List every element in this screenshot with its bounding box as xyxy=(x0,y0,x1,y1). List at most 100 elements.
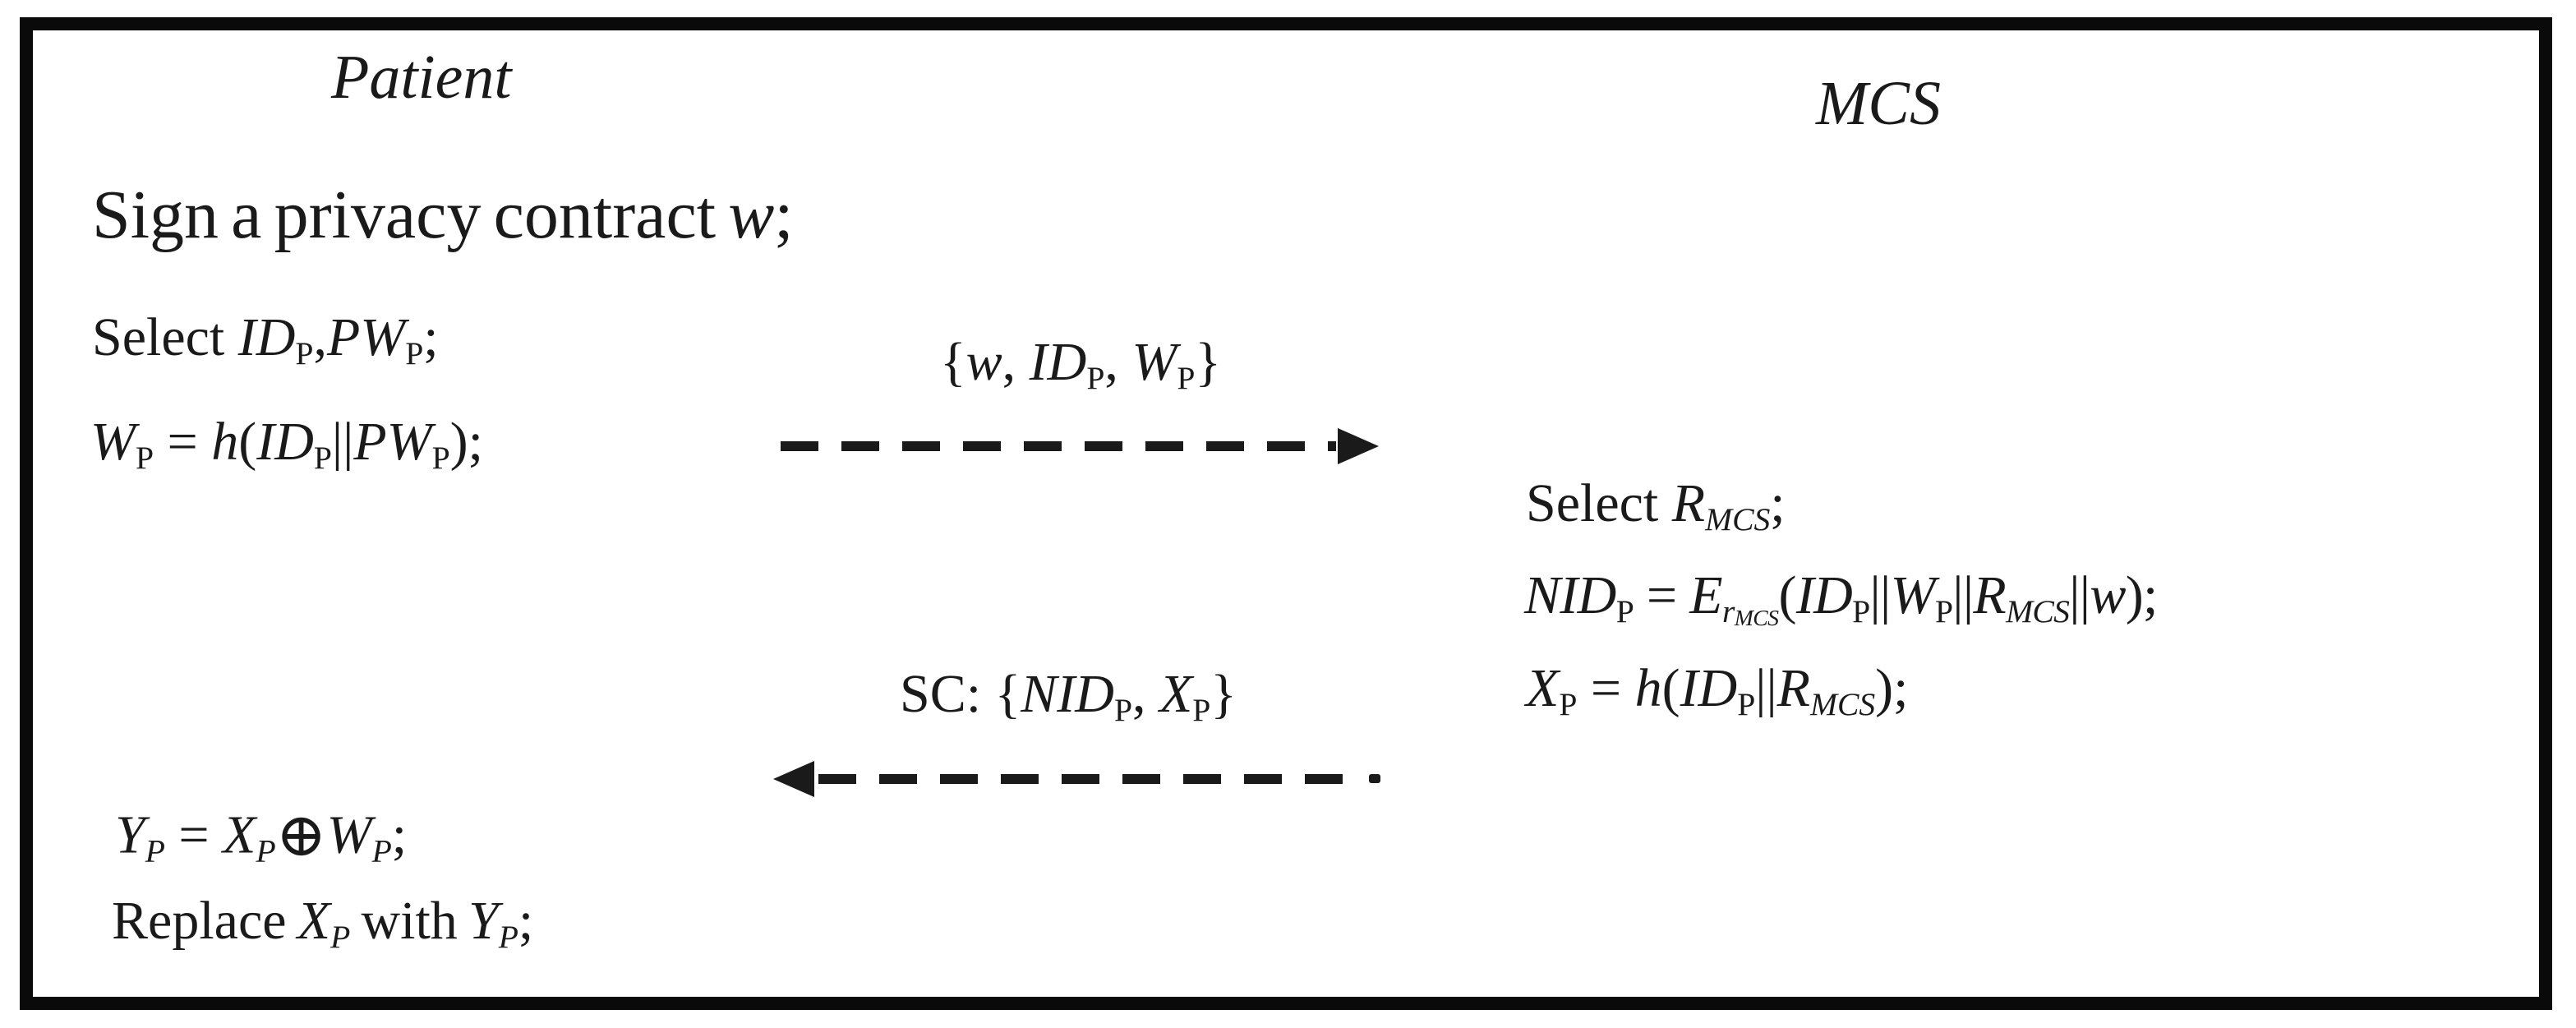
math-segment: P xyxy=(1559,686,1578,723)
math-segment: NID xyxy=(1021,664,1114,724)
math-segment: ID xyxy=(1680,658,1738,718)
patient-step-compute-yp: YP = XP⊕WP; xyxy=(115,804,408,869)
math-segment: || xyxy=(1755,658,1777,718)
math-segment: ( xyxy=(238,412,257,472)
patient-step-replace-xp: Replace XP with YP; xyxy=(112,894,533,954)
math-segment: { xyxy=(939,332,966,392)
math-segment: W xyxy=(90,412,136,472)
math-segment: , xyxy=(1002,332,1030,392)
math-segment: P xyxy=(371,832,392,869)
math-segment: P xyxy=(498,919,518,956)
math-segment: , xyxy=(1131,664,1159,724)
math-segment: R xyxy=(1776,658,1810,718)
math-segment: PW xyxy=(353,412,432,472)
math-segment: Select xyxy=(1526,473,1672,533)
math-segment: = xyxy=(1577,658,1635,718)
math-segment: P xyxy=(295,335,314,372)
math-segment: ID xyxy=(1795,565,1853,625)
patient-lifeline-title: Patient xyxy=(331,43,512,112)
math-segment: X xyxy=(223,804,256,865)
message2-line-end-dot xyxy=(1369,774,1380,783)
math-segment: P xyxy=(1852,593,1870,630)
math-segment: ); xyxy=(2125,565,2159,625)
math-segment: Replace xyxy=(112,891,297,951)
message2-dashed-line xyxy=(818,774,1364,784)
mcs-step-compute-xp: XP = h(IDP||RMCS); xyxy=(1526,662,1908,721)
math-segment: ( xyxy=(1778,565,1796,625)
math-segment: ; xyxy=(774,177,794,253)
math-segment: ID xyxy=(1029,332,1087,392)
math-segment: Select xyxy=(92,307,238,367)
math-segment: P xyxy=(1177,360,1196,397)
mcs-step-compute-nid: NIDP = ErMCS(IDP||WP||RMCS||w); xyxy=(1524,569,2158,629)
math-segment: P xyxy=(135,440,154,477)
math-segment: h xyxy=(211,412,239,472)
math-segment: , xyxy=(313,307,327,367)
math-segment: P xyxy=(145,832,165,869)
math-segment: MCS xyxy=(2006,593,2070,630)
math-segment: PW xyxy=(326,307,406,367)
math-segment: MCS xyxy=(1810,686,1876,723)
math-segment: w xyxy=(2090,565,2126,625)
math-segment: ; xyxy=(1770,473,1786,533)
math-segment: R xyxy=(1671,473,1706,533)
math-segment: P xyxy=(1934,593,1953,630)
math-segment: || xyxy=(2069,565,2090,625)
math-segment: ); xyxy=(449,412,483,472)
math-segment: P xyxy=(1086,360,1105,397)
math-segment: ( xyxy=(1661,658,1680,718)
math-segment: X xyxy=(1526,658,1560,718)
arrowhead-right-icon xyxy=(1338,428,1379,464)
math-segment: R xyxy=(1973,565,2007,625)
math-segment: X xyxy=(1159,664,1193,724)
mcs-lifeline-title: MCS xyxy=(1816,69,1941,138)
math-segment: W xyxy=(326,804,372,865)
math-segment: P xyxy=(1113,692,1132,729)
math-segment: P xyxy=(256,832,276,869)
math-segment: ; xyxy=(423,307,439,367)
math-segment: = xyxy=(154,412,212,472)
math-segment: P xyxy=(313,440,332,477)
patient-step-compute-wp: WP = h(IDP||PWP); xyxy=(90,415,483,475)
math-segment: w xyxy=(965,332,1002,392)
math-segment: W xyxy=(1890,565,1936,625)
math-segment: NID xyxy=(1524,565,1616,625)
math-segment: X xyxy=(297,891,331,951)
math-segment: w xyxy=(728,177,775,253)
math-segment: W xyxy=(1131,332,1177,392)
math-segment: MCS xyxy=(1734,605,1779,631)
math-segment: ID xyxy=(237,307,296,367)
math-segment: P xyxy=(1192,692,1211,729)
math-segment: } xyxy=(1195,332,1222,392)
math-segment: r xyxy=(1721,593,1735,630)
math-segment: ; xyxy=(391,804,408,865)
message1-label: {w, IDP, WP} xyxy=(904,335,1257,395)
math-segment: P xyxy=(330,919,351,956)
math-segment: || xyxy=(331,412,354,472)
math-segment: P xyxy=(1737,686,1756,723)
patient-step-select-credentials: Select IDP,PWP; xyxy=(92,311,439,371)
arrowhead-left-icon xyxy=(773,761,814,797)
math-segment: MCS xyxy=(1705,501,1771,538)
math-segment: || xyxy=(1869,565,1892,625)
math-segment: = xyxy=(1634,565,1690,625)
math-segment: Y xyxy=(468,891,499,951)
math-segment: with xyxy=(350,891,468,951)
mcs-step-select-rmcs: Select RMCS; xyxy=(1526,477,1786,537)
math-segment: ; xyxy=(518,891,534,951)
math-segment: ⊕ xyxy=(275,801,327,869)
patient-step-sign-contract: Sign a privacy contract w; xyxy=(92,181,794,250)
message1-dashed-line xyxy=(781,441,1336,451)
math-segment: P xyxy=(1615,593,1634,630)
math-segment: ID xyxy=(256,412,314,472)
math-segment: P xyxy=(431,440,450,477)
math-segment: P xyxy=(405,335,424,372)
math-segment: } xyxy=(1210,664,1237,724)
message2-label: SC: {NIDP, XP} xyxy=(883,667,1253,727)
math-segment: SC: { xyxy=(900,664,1021,724)
math-segment: || xyxy=(1952,565,1974,625)
math-segment: , xyxy=(1104,332,1132,392)
math-segment: = xyxy=(164,804,223,865)
math-segment: Sign a privacy contract xyxy=(92,177,729,253)
